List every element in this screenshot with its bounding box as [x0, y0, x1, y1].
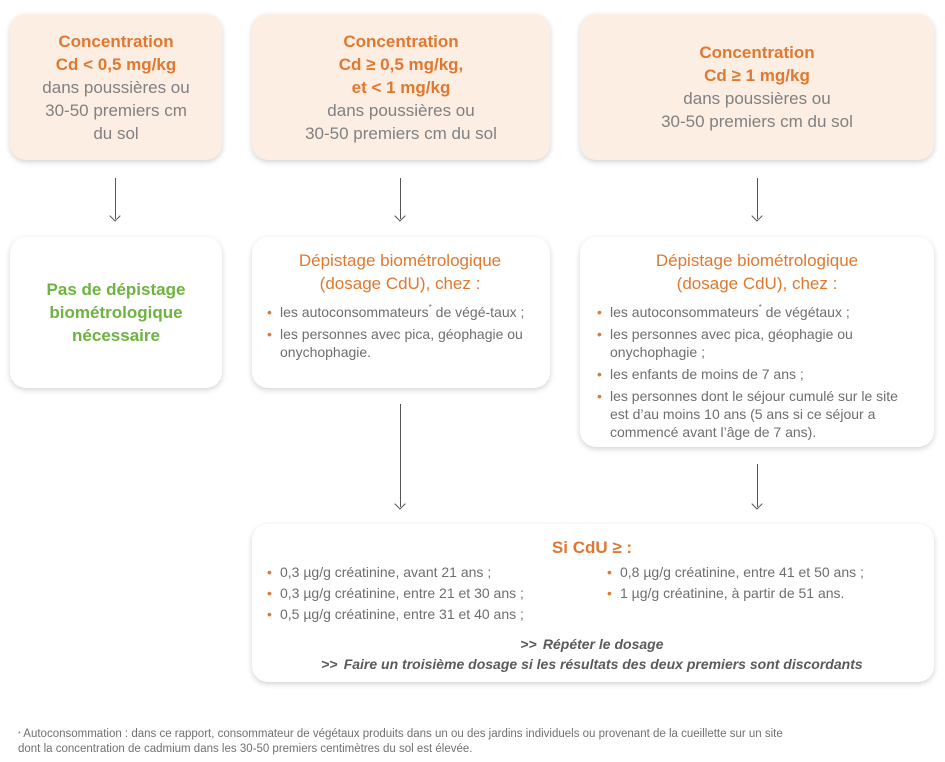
bullet-icon: •	[597, 366, 602, 382]
list-item: •les autoconsommateurs* de végé-taux ;	[267, 303, 525, 320]
list-item: •1 µg/g créatinine, à partir de 51 ans.	[607, 585, 845, 601]
list-item: •les personnes avec pica, géophagie ou o…	[597, 326, 853, 360]
screening-list: •les autoconsommateurs* de végétaux ; •l…	[594, 303, 920, 441]
box-heading-line: Cd ≥ 1 mg/kg	[704, 66, 810, 85]
box-sub-line: dans poussières ou	[327, 100, 475, 120]
arrow-down-2	[394, 178, 407, 222]
cdu-columns: •0,3 µg/g créatinine, avant 21 ans ; •0,…	[264, 563, 920, 626]
list-item: •0,3 µg/g créatinine, entre 21 et 30 ans…	[267, 585, 524, 601]
list-item: •les personnes avec pica, géophagie ou o…	[267, 326, 523, 360]
bullet-icon: •	[607, 585, 612, 601]
footnote-line: * Autoconsommation : dans ce rapport, co…	[18, 728, 783, 740]
no-screening-line: Pas de dépistage	[46, 280, 186, 299]
box-sub-line: 30-50 premiers cm du sol	[305, 123, 497, 143]
cdu-list-right: •0,8 µg/g créatinine, entre 41 et 50 ans…	[604, 563, 864, 626]
action-third-dosage: >>Faire un troisième dosage si les résul…	[321, 656, 863, 672]
screening-title-line: Dépistage biométrologique	[298, 251, 502, 270]
box-screening-right: Dépistage biométrologique (dosage CdU), …	[580, 237, 934, 447]
screening-title-line: (dosage CdU), chez :	[676, 274, 838, 293]
box-heading-line: Cd < 0,5 mg/kg	[55, 54, 177, 74]
box-concentration-high: Concentration Cd ≥ 1 mg/kg dans poussièr…	[580, 14, 934, 160]
list-item: •les autoconsommateurs* de végétaux ;	[597, 303, 850, 320]
bullet-icon: •	[597, 326, 602, 342]
bullet-icon: •	[267, 304, 272, 320]
box-cdu-thresholds: Si CdU ≥ : •0,3 µg/g créatinine, avant 2…	[252, 524, 934, 682]
bullet-icon: •	[267, 585, 272, 601]
footnote: * Autoconsommation : dans ce rapport, co…	[18, 727, 928, 757]
arrow-down-1	[109, 178, 122, 222]
box-concentration-mid: Concentration Cd ≥ 0,5 mg/kg, et < 1 mg/…	[252, 14, 550, 160]
bullet-icon: •	[607, 564, 612, 580]
box-no-screening: Pas de dépistage biométrologique nécessa…	[10, 237, 222, 388]
box-sub-line: dans poussières ou	[683, 89, 831, 108]
bullet-icon: •	[597, 304, 602, 320]
footnote-line: dont la concentration de cadmium dans le…	[18, 743, 473, 755]
bullet-icon: •	[267, 326, 272, 342]
box-screening-mid: Dépistage biométrologique (dosage CdU), …	[252, 237, 550, 388]
bullet-icon: •	[597, 388, 602, 404]
box-sub-line: 30-50 premiers cm	[45, 100, 187, 120]
cdu-actions: >>Répéter le dosage >>Faire un troisième…	[264, 634, 920, 674]
box-heading-line: Concentration	[58, 31, 174, 51]
cdu-title: Si CdU ≥ :	[551, 538, 633, 557]
box-heading-line: Concentration	[343, 31, 459, 51]
box-sub-line: 30-50 premiers cm du sol	[661, 112, 853, 131]
arrow-down-3	[751, 178, 764, 222]
screening-title-line: (dosage CdU), chez :	[319, 274, 481, 293]
bullet-icon: •	[267, 606, 272, 622]
no-screening-line: nécessaire	[72, 326, 160, 345]
list-item: •les personnes dont le séjour cumulé sur…	[597, 388, 898, 440]
list-item: •les enfants de moins de 7 ans ;	[597, 366, 804, 382]
bullet-icon: •	[267, 564, 272, 580]
box-sub-line: dans poussières ou	[42, 77, 190, 97]
screening-list: •les autoconsommateurs* de végé-taux ; •…	[264, 303, 536, 361]
arrow-down-4	[394, 404, 407, 510]
box-heading-line: Concentration	[699, 43, 815, 62]
screening-title-line: Dépistage biométrologique	[655, 251, 859, 270]
no-screening-line: biométrologique	[49, 303, 183, 322]
action-repeat: >>Répéter le dosage	[520, 636, 664, 652]
list-item: •0,5 µg/g créatinine, entre 31 et 40 ans…	[267, 606, 524, 622]
box-heading-line: et < 1 mg/kg	[351, 77, 451, 97]
cdu-list-left: •0,3 µg/g créatinine, avant 21 ans ; •0,…	[264, 563, 604, 626]
arrow-down-5	[751, 464, 764, 510]
list-item: •0,3 µg/g créatinine, avant 21 ans ;	[267, 564, 492, 580]
box-sub-line: du sol	[93, 123, 139, 143]
list-item: •0,8 µg/g créatinine, entre 41 et 50 ans…	[607, 564, 864, 580]
box-heading-line: Cd ≥ 0,5 mg/kg,	[338, 54, 464, 74]
box-concentration-low: Concentration Cd < 0,5 mg/kg dans poussi…	[10, 14, 222, 160]
